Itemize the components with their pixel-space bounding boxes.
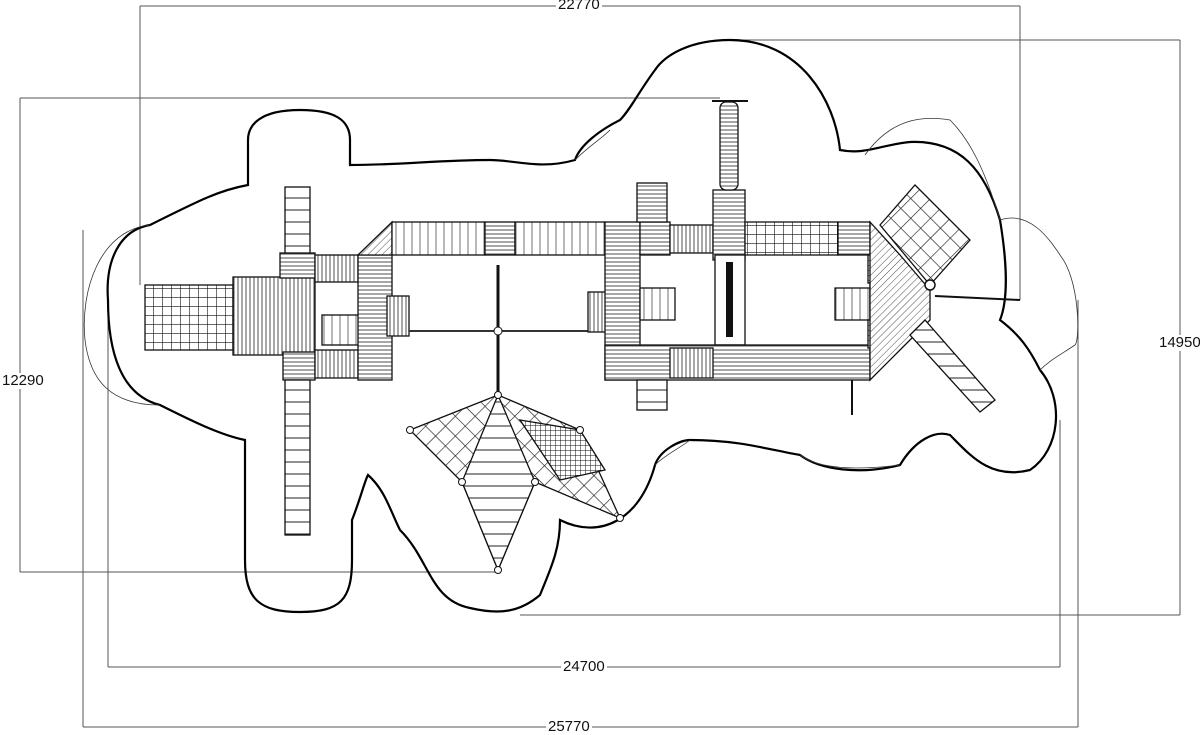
diagonal-net bbox=[879, 184, 971, 286]
ladder-top bbox=[284, 186, 311, 254]
dimension-lines bbox=[19, 5, 1181, 728]
dimension-top-width: 22770 bbox=[556, 0, 602, 13]
ladder-bottom bbox=[284, 379, 311, 536]
left-tower bbox=[144, 186, 361, 536]
pyramid-net bbox=[406, 391, 624, 574]
secondary-outline bbox=[83, 117, 1079, 469]
dimension-overall-width: 25770 bbox=[546, 718, 592, 735]
top-bridge bbox=[391, 221, 606, 256]
dimension-inner-width: 24700 bbox=[561, 658, 607, 675]
tube-slide bbox=[719, 101, 739, 191]
climbing-net bbox=[144, 284, 234, 351]
dimension-right-height: 14950 bbox=[1157, 335, 1200, 351]
safety-zone-outline bbox=[106, 38, 1058, 614]
deck-column-left bbox=[357, 254, 393, 381]
dimension-left-height: 12290 bbox=[0, 372, 46, 389]
roof bbox=[232, 276, 316, 356]
slide bbox=[909, 319, 996, 413]
center-right-tower bbox=[587, 100, 931, 415]
net-bridge bbox=[744, 221, 839, 256]
